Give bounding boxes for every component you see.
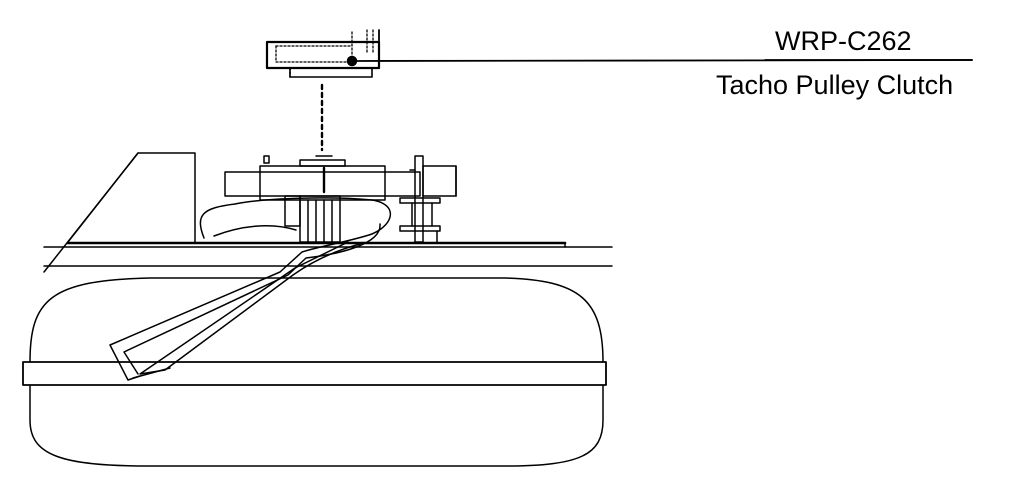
tacho-pulley-clutch-part bbox=[265, 29, 381, 78]
side-spool bbox=[399, 155, 457, 244]
part-name-label: Tacho Pulley Clutch bbox=[716, 70, 954, 100]
drive-belt bbox=[109, 197, 392, 381]
deck-outline bbox=[43, 152, 613, 273]
part-number-label: WRP-C262 bbox=[775, 26, 912, 56]
pulley-assembly bbox=[224, 155, 421, 243]
platter-drum bbox=[22, 277, 607, 467]
